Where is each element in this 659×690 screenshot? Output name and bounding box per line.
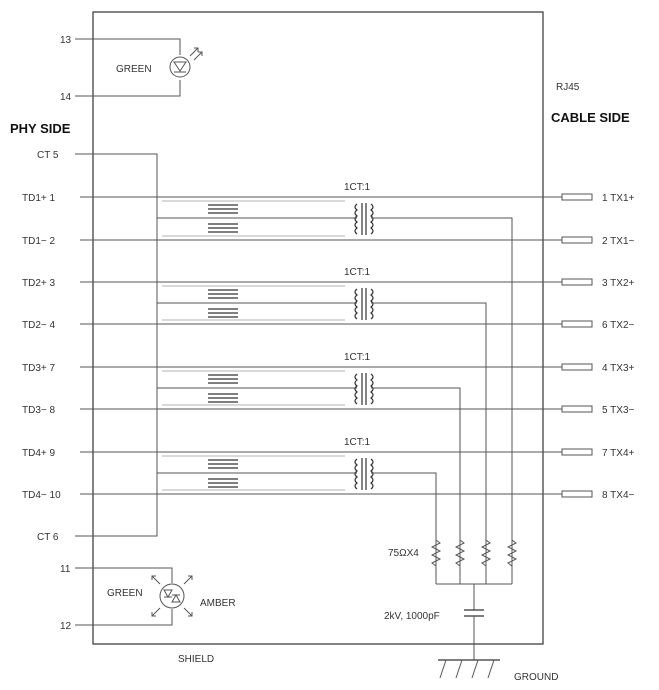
td4-neg-label: TD4− 10: [22, 490, 61, 501]
resistor-1: [506, 539, 518, 567]
td1-pos-label: TD1+ 1: [22, 193, 56, 204]
td1-neg-label: TD1− 2: [22, 236, 56, 247]
resistor-3: [454, 539, 466, 567]
rj45-contact-1: [561, 193, 593, 201]
td3-pos-label: TD3+ 7: [22, 363, 56, 374]
td2-neg-label: TD2− 4: [22, 320, 56, 331]
cable-side-heading: CABLE SIDE: [551, 110, 630, 125]
resistor-2: [480, 539, 492, 567]
pin-ct6-label: CT 6: [37, 532, 59, 543]
resistor-value-label: 75ΩX4: [388, 548, 419, 559]
tx4-pos-label: 7 TX4+: [602, 448, 634, 459]
transformer-3: 1CT:1: [344, 352, 374, 405]
tx2-pos-label: 3 TX2+: [602, 278, 634, 289]
td2-pos-label: TD2+ 3: [22, 278, 56, 289]
channel-1: TD1+ 1 TD1− 2 1CT:1 1 TX1+ 2 TX1−: [22, 182, 634, 584]
top-led-color-label: GREEN: [116, 64, 152, 75]
resistor-4: [430, 539, 442, 567]
tx1-neg-label: 2 TX1−: [602, 236, 634, 247]
pin-13-label: 13: [60, 35, 72, 46]
ground-icon: [438, 659, 500, 679]
rj45-contact-3: [561, 278, 593, 286]
bottom-led-amber-label: AMBER: [200, 598, 236, 609]
tx4-neg-label: 8 TX4−: [602, 490, 634, 501]
td4-pos-label: TD4+ 9: [22, 448, 56, 459]
choke-2: [208, 289, 238, 318]
tx2-neg-label: 6 TX2−: [602, 320, 634, 331]
module-outline: [92, 11, 544, 645]
choke-3: [208, 374, 238, 403]
phy-side-heading: PHY SIDE: [10, 121, 71, 136]
capacitor-value-label: 2kV, 1000pF: [384, 611, 440, 622]
tx1-pos-label: 1 TX1+: [602, 193, 634, 204]
channel-4: TD4+ 9 TD4− 10 1CT:1 7 TX4+ 8 TX4−: [22, 437, 634, 584]
transformer-3-ratio: 1CT:1: [344, 352, 371, 363]
bottom-led-circuit: 11 12 GREEN AMBER: [60, 564, 236, 632]
td3-neg-label: TD3− 8: [22, 405, 56, 416]
pin-11-label: 11: [60, 564, 71, 575]
bottom-led-icon: [151, 575, 193, 617]
channel-2: TD2+ 3 TD2− 4 1CT:1 3 TX2+ 6 TX2−: [22, 267, 634, 584]
termination-network: 75ΩX4 2kV, 1000pF GROUND: [384, 539, 558, 683]
transformer-2: 1CT:1: [344, 267, 374, 320]
center-tap-bus: CT 5 CT 6: [37, 150, 158, 543]
transformer-1: 1CT:1: [344, 182, 374, 235]
rj45-contact-8: [561, 490, 593, 498]
tx3-neg-label: 5 TX3−: [602, 405, 634, 416]
top-led-icon: [169, 47, 203, 78]
bottom-led-green-label: GREEN: [107, 588, 143, 599]
top-led-circuit: 13 14 GREEN: [60, 35, 203, 103]
pin-ct5-label: CT 5: [37, 150, 59, 161]
pin-12-label: 12: [60, 621, 72, 632]
rj45-contact-5: [561, 405, 593, 413]
pin-14-label: 14: [60, 92, 72, 103]
transformer-1-ratio: 1CT:1: [344, 182, 371, 193]
rj45-contact-7: [561, 448, 593, 456]
shield-label: SHIELD: [178, 654, 214, 665]
rj45-contact-6: [561, 320, 593, 328]
transformer-4-ratio: 1CT:1: [344, 437, 371, 448]
transformer-2-ratio: 1CT:1: [344, 267, 371, 278]
rj45-contact-2: [561, 236, 593, 244]
rj45-label: RJ45: [556, 82, 580, 93]
choke-4: [208, 459, 238, 488]
ground-label: GROUND: [514, 672, 558, 683]
channel-3: TD3+ 7 TD3− 8 1CT:1 4 TX3+ 5 TX3−: [22, 352, 634, 584]
choke-1: [208, 204, 238, 233]
tx3-pos-label: 4 TX3+: [602, 363, 634, 374]
rj45-contact-4: [561, 363, 593, 371]
transformer-4: 1CT:1: [344, 437, 374, 490]
